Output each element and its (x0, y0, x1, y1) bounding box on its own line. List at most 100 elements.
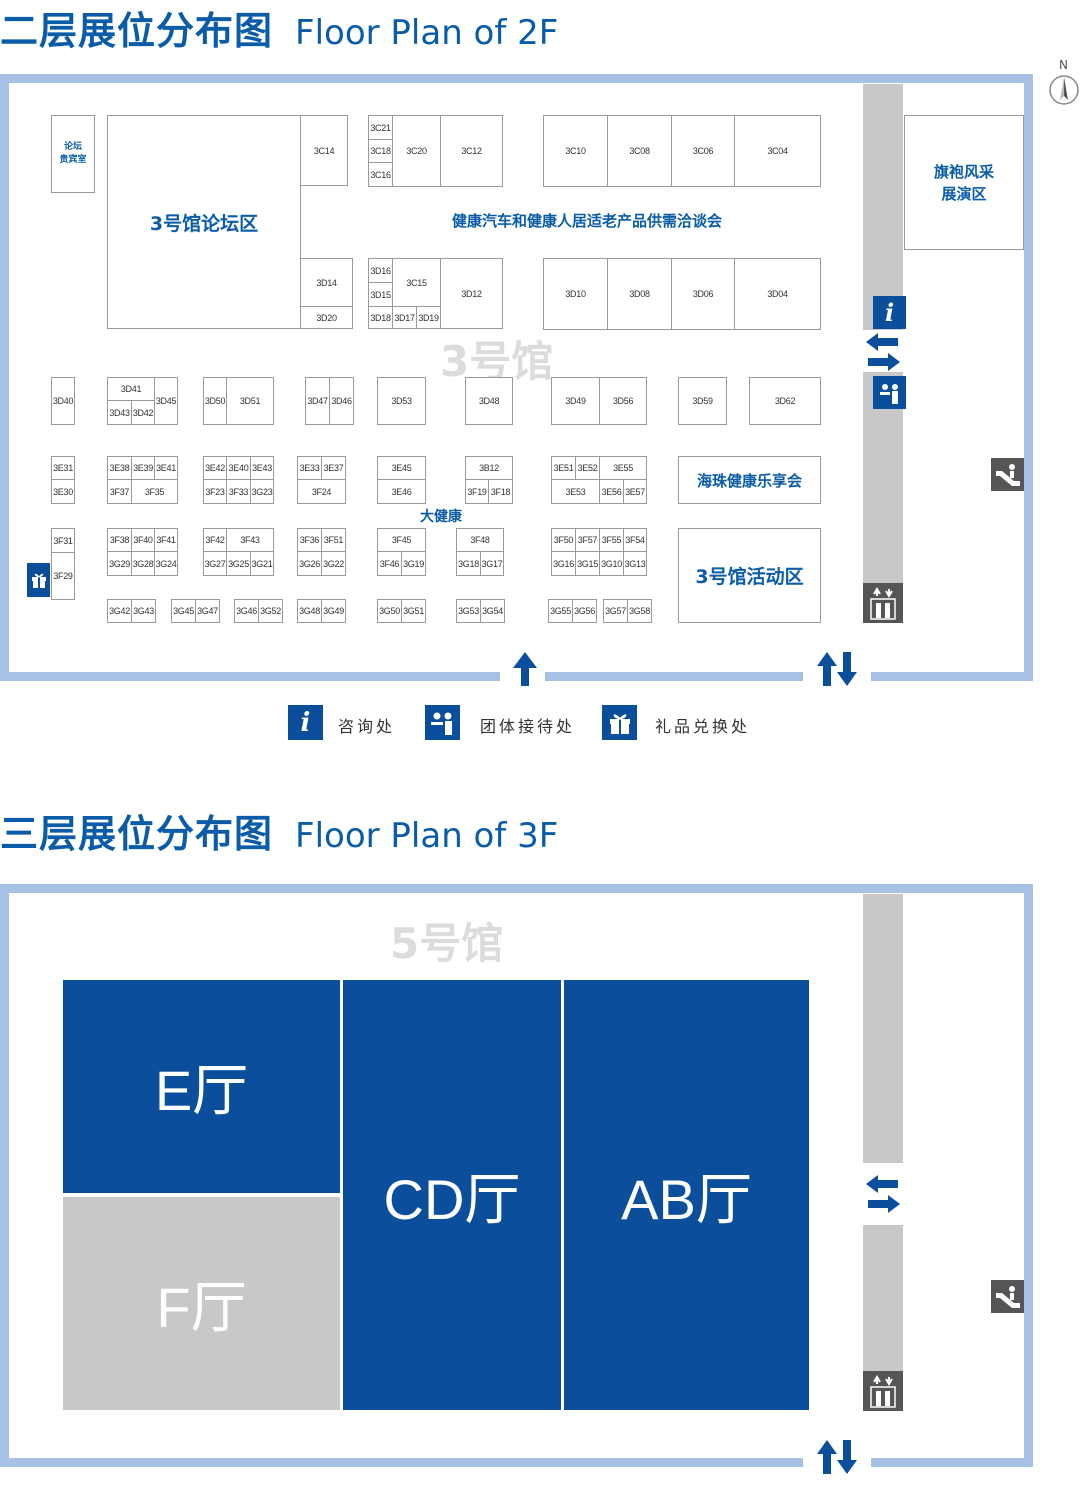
booth[interactable]: 3G48 (297, 599, 322, 623)
booth[interactable]: 3F24 (297, 479, 346, 504)
booth[interactable]: 3D43 (107, 400, 132, 425)
booth[interactable]: 3F40 (131, 528, 155, 552)
booth[interactable]: 3F19 (465, 479, 489, 504)
booth[interactable]: 3D62 (749, 377, 821, 425)
group-reception-icon[interactable] (873, 376, 906, 409)
booth[interactable]: 3C04 (734, 115, 821, 187)
booth[interactable]: 3D42 (131, 400, 155, 425)
booth[interactable]: 3D06 (671, 258, 735, 330)
booth[interactable]: 3G50 (377, 599, 402, 623)
booth[interactable]: 3D20 (300, 306, 353, 329)
booth[interactable]: 3E39 (131, 456, 155, 480)
booth[interactable]: 3G18 (456, 551, 481, 576)
booth[interactable]: 3G16 (551, 551, 576, 576)
escalator-icon[interactable] (991, 1280, 1024, 1313)
booth[interactable]: 3F23 (203, 479, 227, 504)
booth[interactable]: 3G46 (234, 599, 259, 623)
booth[interactable]: 3D10 (543, 258, 608, 330)
booth[interactable]: 3G57 (603, 599, 628, 623)
booth[interactable]: 3F43 (226, 528, 274, 552)
booth[interactable]: 3E46 (377, 479, 426, 504)
booth[interactable]: 3C20 (392, 115, 441, 187)
booth[interactable]: 3D18 (368, 306, 393, 329)
booth[interactable]: 3B12 (465, 456, 513, 480)
booth[interactable]: 3F54 (623, 528, 647, 552)
booth[interactable]: 3G17 (480, 551, 504, 576)
booth[interactable]: 3D51 (226, 377, 274, 425)
booth[interactable]: 3D17 (392, 306, 417, 329)
booth[interactable]: 3G25 (226, 551, 251, 576)
booth[interactable]: 3G22 (321, 551, 346, 576)
booth[interactable]: 3D56 (599, 377, 647, 425)
booth[interactable]: 3F55 (599, 528, 624, 552)
booth[interactable]: 3F18 (488, 479, 513, 504)
booth[interactable]: 3G27 (203, 551, 227, 576)
booth[interactable]: 3D46 (329, 377, 354, 425)
booth[interactable]: 3G21 (250, 551, 274, 576)
hall-ab[interactable]: AB厅 (564, 980, 809, 1410)
booth[interactable]: 3G15 (575, 551, 600, 576)
booth[interactable]: 3G42 (107, 599, 132, 623)
booth[interactable]: 3D48 (465, 377, 513, 425)
booth[interactable]: 3G52 (258, 599, 283, 623)
booth[interactable]: 3E38 (107, 456, 132, 480)
hall-f[interactable]: F厅 (63, 1197, 340, 1410)
booth[interactable]: 3C08 (607, 115, 672, 187)
booth[interactable]: 3C12 (440, 115, 503, 187)
booth[interactable]: 3F37 (107, 479, 132, 504)
booth[interactable]: 3F35 (131, 479, 178, 504)
booth[interactable]: 3G23 (250, 479, 274, 504)
booth[interactable]: 3E52 (575, 456, 600, 480)
booth[interactable]: 3F38 (107, 528, 132, 552)
booth[interactable]: 3F46 (377, 551, 402, 576)
booth[interactable]: 3G13 (623, 551, 647, 576)
booth[interactable]: 3F29 (51, 552, 75, 600)
booth[interactable]: 3G45 (171, 599, 196, 623)
booth[interactable]: 3C16 (368, 162, 393, 187)
booth[interactable]: 3F45 (377, 528, 426, 552)
booth[interactable]: 3F42 (203, 528, 227, 552)
booth[interactable]: 3C15 (392, 258, 441, 307)
booth[interactable]: 3E30 (51, 479, 75, 504)
booth[interactable]: 3E57 (623, 479, 647, 504)
booth[interactable]: 3F41 (154, 528, 178, 552)
booth[interactable]: 3D49 (551, 377, 600, 425)
booth[interactable]: 3G51 (401, 599, 426, 623)
booth[interactable]: 3G29 (107, 551, 132, 576)
booth[interactable]: 3F50 (551, 528, 576, 552)
booth[interactable]: 3D12 (440, 258, 503, 329)
booth[interactable]: 3D04 (734, 258, 821, 330)
hall-cd[interactable]: CD厅 (343, 980, 561, 1410)
booth[interactable]: 3D16 (368, 258, 393, 283)
booth[interactable]: 3D15 (368, 282, 393, 307)
booth[interactable]: 3C06 (671, 115, 735, 187)
booth[interactable]: 3C21 (368, 115, 393, 140)
booth[interactable]: 3F31 (51, 528, 75, 553)
booth[interactable]: 3G28 (131, 551, 155, 576)
booth[interactable]: 3F33 (226, 479, 251, 504)
booth[interactable]: 3C14 (300, 115, 348, 186)
elevator-icon[interactable] (863, 1371, 903, 1411)
elevator-icon[interactable] (863, 583, 903, 623)
info-desk-icon[interactable]: i (873, 296, 906, 329)
booth[interactable]: 3F51 (321, 528, 346, 552)
booth[interactable]: 3G49 (321, 599, 346, 623)
booth[interactable]: 3E45 (377, 456, 426, 480)
booth[interactable]: 3F36 (297, 528, 322, 552)
booth[interactable]: 3E33 (297, 456, 322, 480)
booth[interactable]: 3E42 (203, 456, 227, 480)
booth[interactable]: 3D19 (416, 306, 441, 329)
booth[interactable]: 3G58 (627, 599, 652, 623)
booth[interactable]: 3E51 (551, 456, 576, 480)
booth[interactable]: 3D41 (107, 377, 155, 401)
booth[interactable]: 3G26 (297, 551, 322, 576)
booth[interactable]: 3E56 (599, 479, 624, 504)
booth[interactable]: 3E31 (51, 456, 75, 480)
gift-exchange-icon[interactable] (27, 563, 50, 597)
booth[interactable]: 3E40 (226, 456, 251, 480)
booth[interactable]: 3G19 (401, 551, 426, 576)
booth[interactable]: 3G54 (480, 599, 505, 623)
booth[interactable]: 3D40 (51, 377, 75, 425)
booth[interactable]: 3D47 (305, 377, 330, 425)
escalator-icon[interactable] (991, 458, 1024, 491)
